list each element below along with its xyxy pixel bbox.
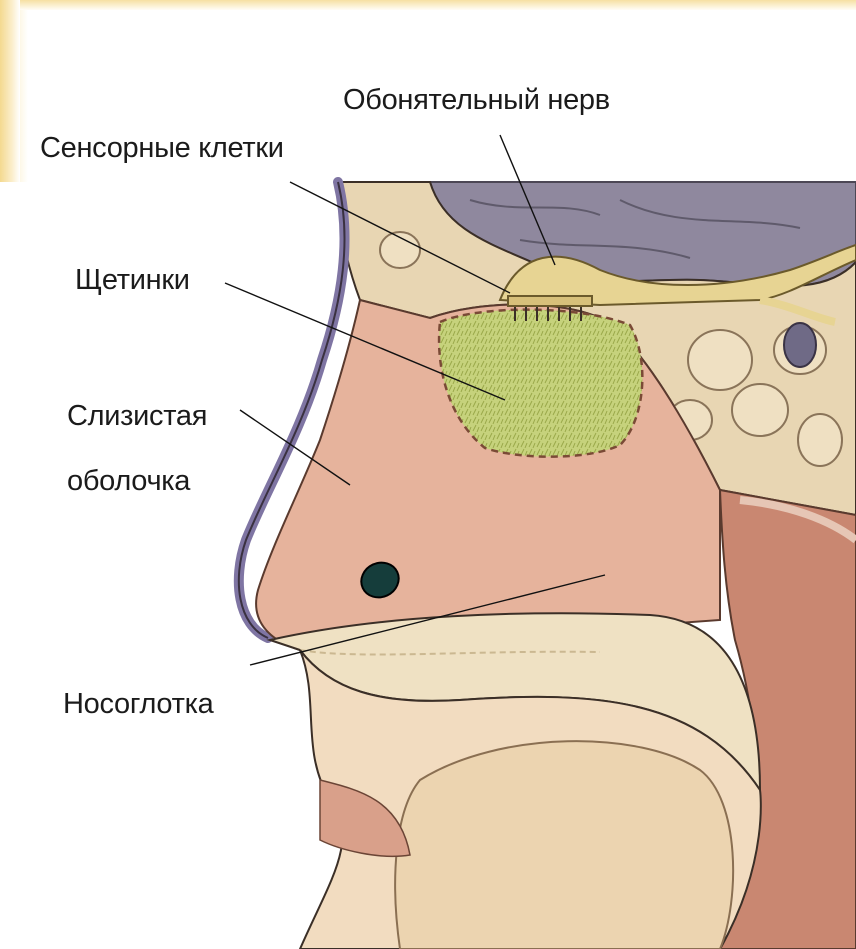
label-bristles: Щетинки: [75, 263, 190, 297]
tongue: [395, 741, 733, 949]
gland: [784, 323, 816, 367]
label-nasopharynx: Носоглотка: [63, 687, 213, 721]
label-sensory-cells: Сенсорные клетки: [40, 131, 284, 165]
label-olfactory-nerve: Обонятельный нерв: [343, 83, 610, 117]
label-mucosa-line1: Слизистая: [67, 399, 207, 433]
label-mucosa-line2: оболочка: [67, 464, 190, 498]
